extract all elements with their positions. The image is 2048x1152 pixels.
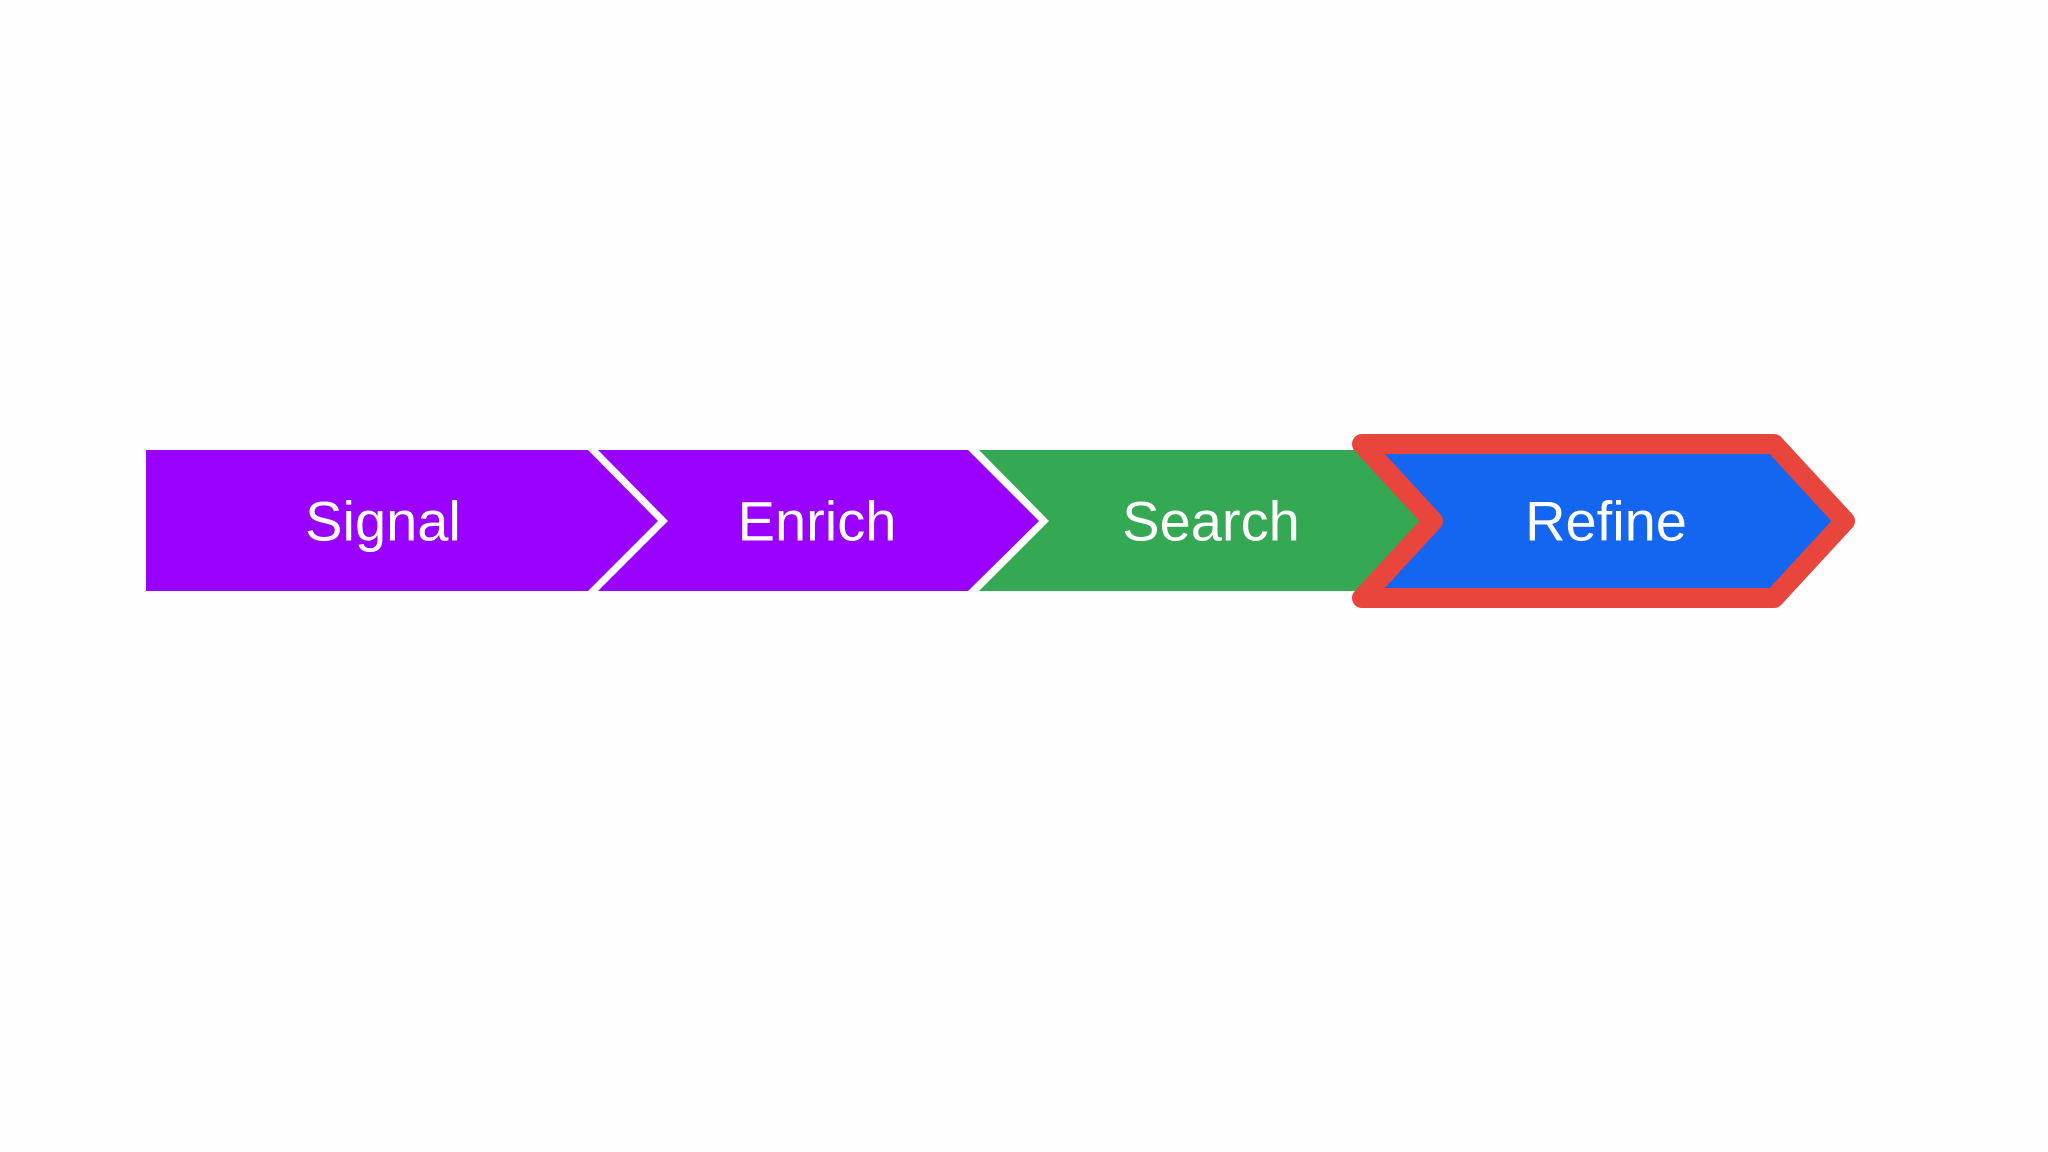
step-signal[interactable]: Signal bbox=[146, 450, 658, 591]
step-signal-shape bbox=[146, 450, 658, 591]
step-refine-label: Refine bbox=[1525, 490, 1687, 553]
step-search-label: Search bbox=[1122, 490, 1299, 553]
step-refine[interactable]: Refine bbox=[1352, 434, 1855, 608]
step-search[interactable]: Search bbox=[979, 450, 1455, 591]
step-refine-highlight-outline bbox=[1352, 434, 1855, 608]
step-search-shape bbox=[979, 450, 1455, 591]
step-enrich-label: Enrich bbox=[738, 490, 897, 553]
step-refine-shape bbox=[1362, 444, 1845, 598]
step-enrich[interactable]: Enrich bbox=[598, 450, 1039, 591]
step-enrich-shape bbox=[598, 450, 1039, 591]
step-signal-label: Signal bbox=[305, 490, 461, 553]
